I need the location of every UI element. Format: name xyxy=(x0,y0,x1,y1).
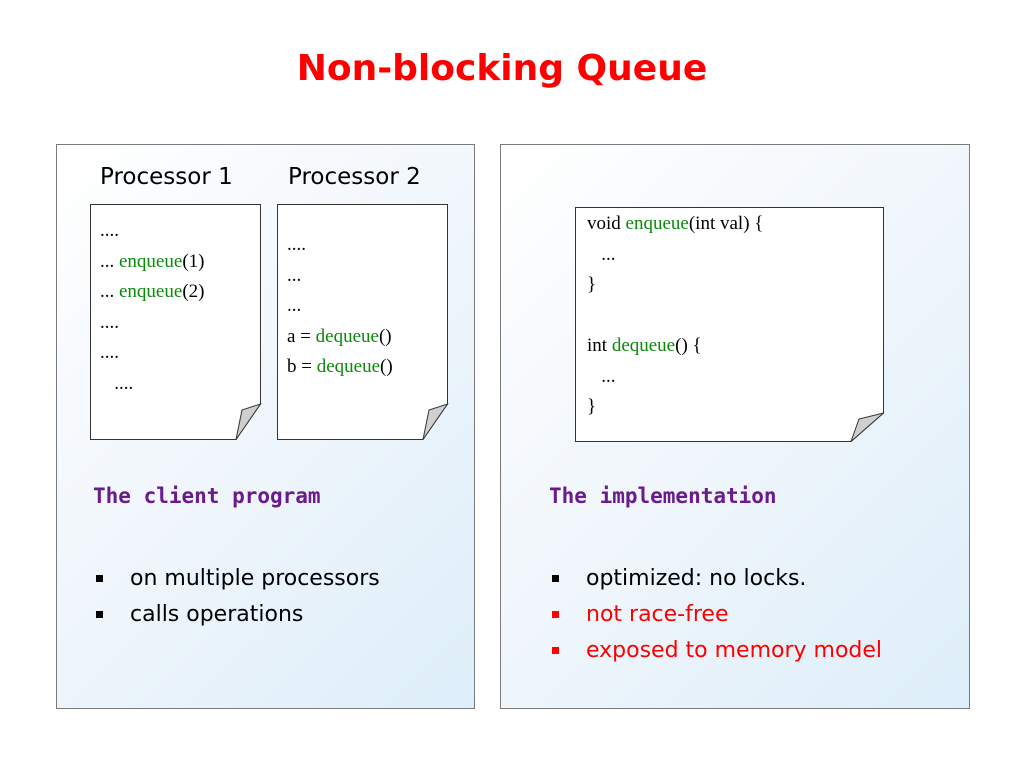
code-text: int xyxy=(587,335,612,356)
code-text: .... xyxy=(100,342,119,363)
bullet-item: calls operations xyxy=(90,597,380,633)
code-line: .... xyxy=(287,230,393,261)
folded-note-icon xyxy=(90,204,262,440)
bullet-item: on multiple processors xyxy=(90,561,380,597)
code-line: .... xyxy=(100,338,204,369)
code-text: ... xyxy=(100,281,119,302)
implementation-code-note: void enqueue(int val) { ...}int dequeue(… xyxy=(575,207,885,442)
code-line: .... xyxy=(100,369,204,400)
code-text: ... xyxy=(100,250,119,272)
code-text: (2) xyxy=(182,281,205,302)
code-keyword: enqueue xyxy=(119,250,183,272)
code-text: ... xyxy=(287,264,302,286)
code-line: a = dequeue() xyxy=(287,322,393,353)
code-line: } xyxy=(587,270,763,301)
bullet-square-icon xyxy=(552,647,559,654)
processor-1-code-note: ....... enqueue(1)... enqueue(2)........… xyxy=(90,204,262,440)
processor-2-code: ..........a = dequeue()b = dequeue() xyxy=(287,230,393,383)
code-keyword: enqueue xyxy=(119,281,183,302)
bullet-text: on multiple processors xyxy=(130,566,380,591)
client-bullet-list: on multiple processors calls operations xyxy=(90,561,380,633)
implementation-code: void enqueue(int val) { ...}int dequeue(… xyxy=(587,209,763,423)
code-text: .... xyxy=(100,311,119,333)
code-line: ... xyxy=(587,362,763,393)
client-heading: The client program xyxy=(93,484,321,508)
code-text: (1) xyxy=(182,250,205,272)
bullet-text: exposed to memory model xyxy=(586,638,883,663)
code-text: b = xyxy=(287,356,317,377)
bullet-item: exposed to memory model xyxy=(546,633,882,669)
processor-1-code: ....... enqueue(1)... enqueue(2)........… xyxy=(100,216,204,399)
implementation-heading: The implementation xyxy=(549,484,777,508)
code-line: ... enqueue(1) xyxy=(100,247,204,278)
bullet-square-icon xyxy=(552,611,559,618)
code-text: } xyxy=(587,396,597,417)
code-text: ... xyxy=(587,243,616,265)
bullet-text: calls operations xyxy=(130,602,304,627)
code-keyword: dequeue xyxy=(315,325,379,347)
folded-note-icon xyxy=(277,204,449,440)
bullet-square-icon xyxy=(552,575,559,582)
bullet-square-icon xyxy=(96,611,103,618)
code-text: } xyxy=(587,274,597,295)
code-line: int dequeue() { xyxy=(587,331,763,362)
processor-2-label: Processor 2 xyxy=(288,164,421,190)
slide-title: Non-blocking Queue xyxy=(296,48,708,89)
code-text: ... xyxy=(287,295,302,316)
code-text: () xyxy=(380,356,393,377)
code-line: .... xyxy=(100,216,204,247)
code-line: .... xyxy=(100,308,204,339)
code-line: ... xyxy=(587,240,763,271)
code-line: ... xyxy=(287,261,393,292)
code-line: } xyxy=(587,392,763,423)
code-text: .... xyxy=(287,234,306,255)
processor-1-label: Processor 1 xyxy=(100,164,233,190)
code-line: b = dequeue() xyxy=(287,352,393,383)
code-text: void xyxy=(587,213,626,234)
code-text: .... xyxy=(100,220,119,241)
code-line: void enqueue(int val) { xyxy=(587,209,763,240)
processor-2-code-note: ..........a = dequeue()b = dequeue() xyxy=(277,204,449,440)
code-text: a = xyxy=(287,325,316,347)
folded-note-icon xyxy=(575,207,884,442)
bullet-text: optimized: no locks. xyxy=(586,566,807,591)
bullet-item: not race-free xyxy=(546,597,882,633)
code-text: () { xyxy=(675,335,702,356)
code-keyword: enqueue xyxy=(625,213,689,234)
bullet-item: optimized: no locks. xyxy=(546,561,882,597)
code-text: .... xyxy=(100,372,134,394)
code-text: () xyxy=(378,325,392,347)
code-text: ... xyxy=(587,365,616,387)
implementation-bullet-list: optimized: no locks. not race-free exposed… xyxy=(546,561,882,669)
code-line: ... enqueue(2) xyxy=(100,277,204,308)
code-line xyxy=(587,301,763,332)
code-line: ... xyxy=(287,291,393,322)
code-text: (int val) { xyxy=(688,213,764,234)
bullet-text: not race-free xyxy=(586,602,729,627)
code-keyword: dequeue xyxy=(316,356,381,377)
code-keyword: dequeue xyxy=(611,335,676,356)
bullet-square-icon xyxy=(96,575,103,582)
